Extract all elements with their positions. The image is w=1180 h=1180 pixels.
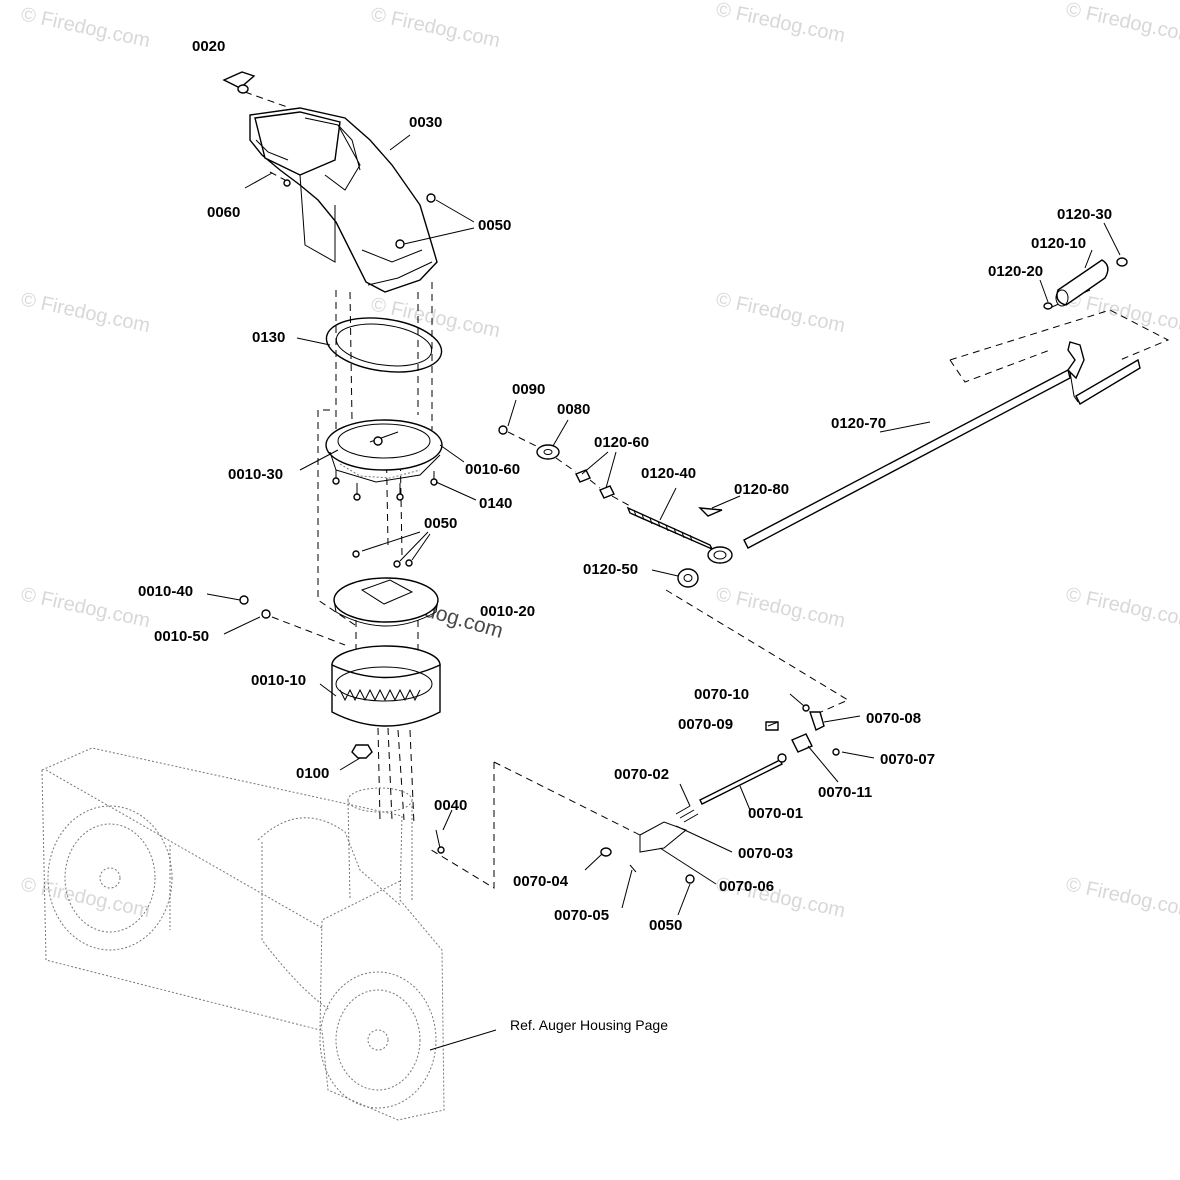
nuts-0120-60 xyxy=(575,469,615,499)
leader-lines xyxy=(206,134,1121,1051)
label-0070-02: 0070-02 xyxy=(614,766,669,783)
label-0120-30: 0120-30 xyxy=(1057,206,1112,223)
linkage-0070 xyxy=(600,704,840,884)
label-0070-03: 0070-03 xyxy=(738,845,793,862)
auger-housing xyxy=(41,747,445,1121)
nut-0050 xyxy=(426,193,436,203)
bushing-0120-50 xyxy=(677,568,699,588)
knob-0020 xyxy=(222,71,256,94)
washer-0120-20 xyxy=(1043,302,1053,310)
label-0010-20: 0010-20 xyxy=(480,603,535,620)
bolt-0060 xyxy=(283,179,291,187)
ring-gear-0010-10 xyxy=(331,645,441,727)
label-0080: 0080 xyxy=(557,401,590,418)
label-0070-08: 0070-08 xyxy=(866,710,921,727)
label-0010-30: 0010-30 xyxy=(228,466,283,483)
swivel-ring-0010-30 xyxy=(325,419,443,483)
label-0090: 0090 xyxy=(512,381,545,398)
ref-auger-housing-note: Ref. Auger Housing Page xyxy=(510,1017,668,1033)
watermark: © Firedog.com xyxy=(369,3,502,52)
label-0120-60: 0120-60 xyxy=(594,434,649,451)
label-0120-10: 0120-10 xyxy=(1031,235,1086,252)
watermarks: © Firedog.com © Firedog.com © Firedog.co… xyxy=(19,0,1180,922)
label-0070-10: 0070-10 xyxy=(694,686,749,703)
bolts-0140 xyxy=(332,470,438,501)
watermark: © Firedog.com xyxy=(1064,0,1180,47)
label-0050: 0050 xyxy=(424,515,457,532)
crank-rod-0120-70 xyxy=(743,341,1141,549)
watermark: © Firedog.com xyxy=(1064,873,1180,922)
nut-0010-40 xyxy=(239,595,249,605)
plate-0010-20 xyxy=(333,550,439,627)
label-0130: 0130 xyxy=(252,329,285,346)
label-0010-40: 0010-40 xyxy=(138,583,193,600)
label-0120-80: 0120-80 xyxy=(734,481,789,498)
nut-0090 xyxy=(498,425,508,435)
label-0070-05: 0070-05 xyxy=(554,907,609,924)
label-0030: 0030 xyxy=(409,114,442,131)
part-labels: 0020 0030 0060 0050 0130 0010-30 0010-60… xyxy=(138,38,1112,1033)
cotter-pin-0120-80 xyxy=(698,507,723,517)
label-0100: 0100 xyxy=(296,765,329,782)
washer-0080 xyxy=(536,444,560,460)
handle-grip-0120-10 xyxy=(1055,259,1109,307)
label-0120-20: 0120-20 xyxy=(988,263,1043,280)
label-0070-01: 0070-01 xyxy=(748,805,803,822)
watermark: © Firedog.com xyxy=(714,583,847,632)
label-0070-06: 0070-06 xyxy=(719,878,774,895)
label-0070-07: 0070-07 xyxy=(880,751,935,768)
watermark: © Firedog.com xyxy=(19,873,152,922)
watermark: © Firedog.com xyxy=(19,583,152,632)
watermark: © Firedog.com xyxy=(714,288,847,337)
label-0010-50: 0010-50 xyxy=(154,628,209,645)
discharge-chute xyxy=(249,107,438,293)
watermark: © Firedog.com xyxy=(1064,288,1180,337)
label-0060: 0060 xyxy=(207,204,240,221)
label-0020: 0020 xyxy=(192,38,225,55)
label-0120-70: 0120-70 xyxy=(831,415,886,432)
watermark: © Firedog.com xyxy=(1064,583,1180,632)
label-0010-10: 0010-10 xyxy=(251,672,306,689)
label-0120-40: 0120-40 xyxy=(641,465,696,482)
label-0050: 0050 xyxy=(649,917,682,934)
label-0070-11: 0070-11 xyxy=(818,784,872,801)
nut-0050 xyxy=(395,239,405,249)
label-0070-04: 0070-04 xyxy=(513,873,569,890)
watermark: © Firedog.com xyxy=(714,0,847,47)
label-0120-50: 0120-50 xyxy=(583,561,638,578)
label-0010-60: 0010-60 xyxy=(465,461,520,478)
bolt-0040 xyxy=(435,829,441,849)
cap-0120-30 xyxy=(1116,257,1128,267)
watermark: © Firedog.com xyxy=(19,3,152,52)
watermark: © Firedog.com xyxy=(19,288,152,337)
label-0070-09: 0070-09 xyxy=(678,716,733,733)
eye-bolt-0120-40 xyxy=(626,506,733,564)
label-0040: 0040 xyxy=(434,797,467,814)
bolt-0100 xyxy=(351,744,373,759)
washer-0010-50 xyxy=(261,609,271,619)
label-0140: 0140 xyxy=(479,495,512,512)
label-0050: 0050 xyxy=(478,217,511,234)
